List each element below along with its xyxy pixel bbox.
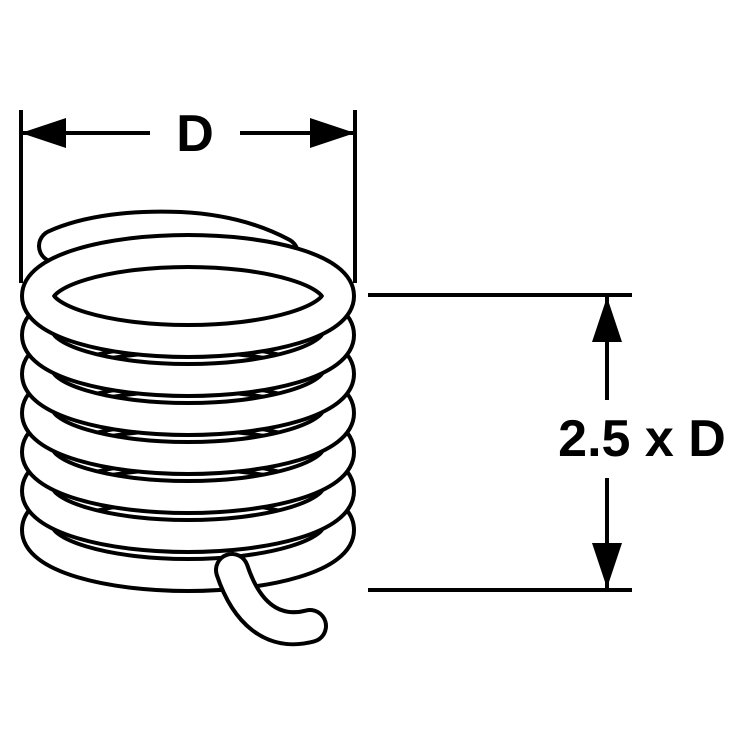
coil-turn-1-top-rim: [20, 233, 356, 359]
diameter-arrowhead-left: [21, 118, 66, 148]
length-arrowhead-up: [592, 297, 622, 342]
length-arrowhead-down: [592, 543, 622, 588]
wire-tail-end: [214, 552, 328, 647]
wire-tail-body: [218, 556, 324, 643]
diameter-arrowhead-right: [310, 118, 355, 148]
diameter-dimension: D: [19, 105, 357, 283]
diameter-label: D: [176, 105, 214, 163]
length-label: 2.5 x D: [558, 410, 726, 468]
coil-bore-opening: [54, 267, 322, 325]
coil-illustration: [20, 209, 356, 647]
length-dimension: 2.5 x D: [368, 293, 726, 592]
coil-turn-body: [24, 237, 352, 355]
